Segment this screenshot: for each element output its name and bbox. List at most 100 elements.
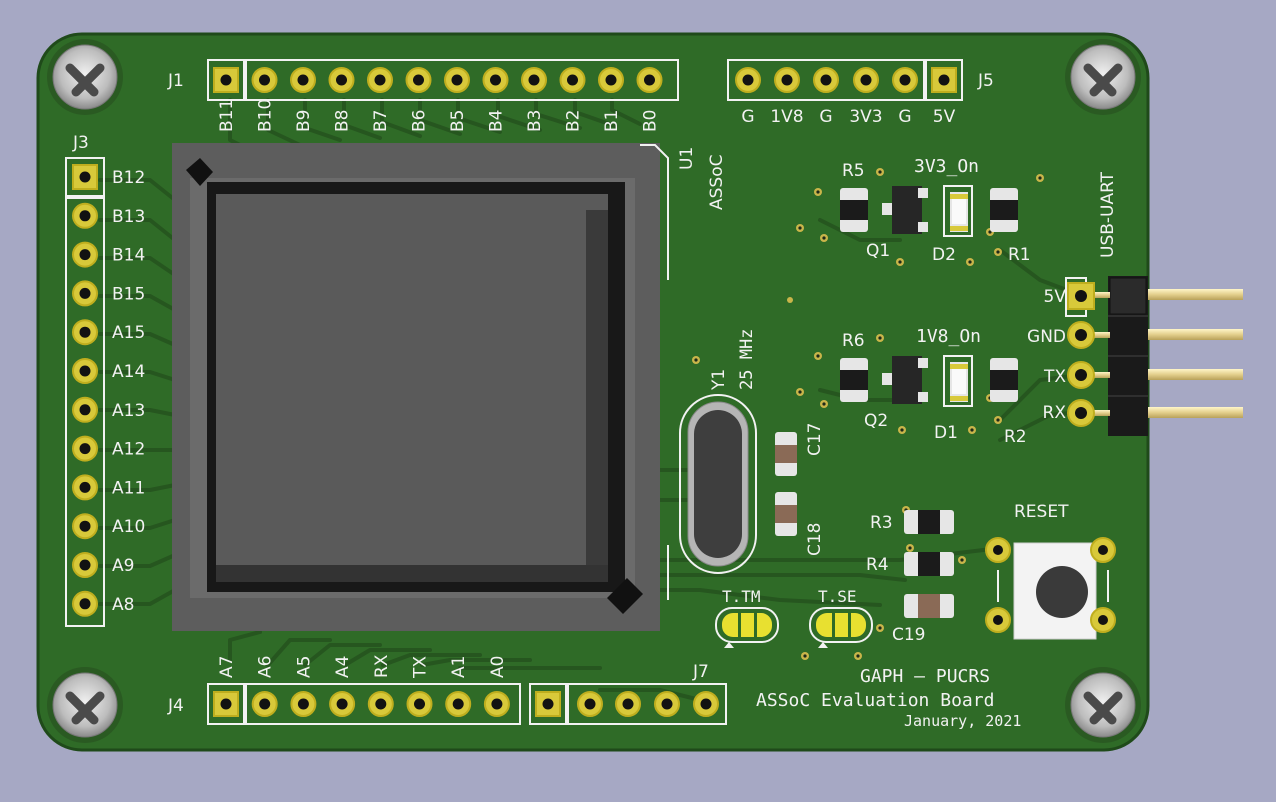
j3-pin-label: B15 [112, 284, 145, 304]
j1-pin-label: B5 [448, 110, 468, 132]
reset-label: RESET [1014, 502, 1069, 522]
j5-pin-3 [813, 67, 839, 93]
j3-pin-8 [72, 435, 98, 462]
mounting-screw-bottom-right [1065, 667, 1141, 743]
c17-ref: C17 [805, 422, 825, 456]
y1-crystal [679, 394, 757, 574]
mounting-screw-top-right [1065, 39, 1141, 115]
j4-pin-6 [406, 691, 433, 717]
j4-pin1-outline [207, 683, 245, 725]
r1-resistor [990, 188, 1018, 232]
j5-header [735, 67, 957, 93]
y1-value: 25 MHz [737, 329, 757, 390]
jumper-se-label: T.SE [818, 587, 857, 606]
j1-pin-6 [405, 67, 432, 93]
u1-ref: U1 [677, 147, 697, 170]
j3-pin-label: A11 [112, 478, 145, 498]
j4-pin-4 [329, 691, 356, 717]
j1-pin-9 [521, 67, 547, 93]
j3-pin-label: A15 [112, 323, 145, 343]
j1-pin-label: B8 [333, 110, 353, 132]
q1-ref: Q1 [866, 241, 890, 261]
j5-ref: J5 [977, 71, 994, 91]
j1-pin-8 [482, 67, 509, 93]
j1-header [213, 67, 663, 93]
j3-pin-label: A14 [112, 362, 145, 382]
j3-pin1-outline [65, 157, 105, 197]
j3-pin-label: A10 [112, 517, 145, 537]
j4-pin-label: A6 [256, 656, 276, 678]
credit-line2: ASSoC Evaluation Board [756, 690, 994, 711]
r5-ref: R5 [842, 161, 865, 181]
j3-pin-label: A9 [112, 556, 134, 576]
d1-ref: D1 [934, 423, 958, 443]
j4-pin-5 [367, 691, 394, 717]
j4-pin-3 [290, 691, 317, 717]
j3-ref: J3 [72, 133, 89, 153]
j7-pin-5 [693, 691, 719, 717]
d2-ref: D2 [932, 245, 956, 265]
r4-resistor [904, 552, 954, 576]
y1-ref: Y1 [709, 369, 729, 391]
j5-outline [727, 59, 925, 101]
r3-ref: R3 [870, 513, 893, 533]
j4-pin-label: A0 [488, 656, 508, 678]
credit-line3: January, 2021 [904, 712, 1021, 730]
j5-pin-5 [892, 67, 918, 93]
j1-pin1-outline [207, 59, 245, 101]
usb-uart-pin-label: TX [1043, 367, 1066, 387]
j3-pin-5 [72, 319, 98, 346]
j7-pin-2 [577, 691, 603, 717]
r2-resistor [990, 358, 1018, 402]
j5-pin1-outline [925, 59, 963, 101]
j4-pin-label: A1 [449, 656, 469, 678]
j1-outline [245, 59, 679, 101]
j1-pin-5 [367, 67, 393, 93]
j4-pin-label: RX [372, 654, 392, 678]
j1-pin-1 [213, 67, 239, 93]
j1-pin-12 [636, 67, 663, 93]
usb-uart-pin-label: RX [1043, 403, 1067, 423]
j5-pin-1 [735, 67, 761, 93]
j5-pin-label: 3V3 [849, 107, 882, 127]
j3-pin-3 [72, 241, 98, 268]
j1-pin-label: B6 [410, 110, 430, 132]
usb-uart-header [1065, 276, 1243, 436]
j3-header [72, 164, 98, 617]
q2-ref: Q2 [864, 411, 888, 431]
q2-transistor [882, 356, 928, 404]
jumper-se[interactable] [809, 607, 873, 648]
j3-pin-label: B13 [112, 207, 145, 227]
reset-button[interactable] [985, 537, 1116, 640]
j3-pin-label: A13 [112, 401, 145, 421]
jumper-tm-label: T.TM [722, 587, 761, 606]
j4-pin-1 [213, 691, 239, 717]
j3-pin-2 [72, 202, 98, 229]
j7-pin1-outline [529, 683, 567, 725]
r6-ref: R6 [842, 331, 865, 351]
d2-led [943, 185, 973, 237]
q1-transistor [882, 186, 928, 234]
j1-pin-11 [598, 67, 624, 93]
j1-pin-4 [328, 67, 355, 93]
usb-uart-pin-label: GND [1027, 327, 1066, 347]
jumper-tm[interactable] [715, 607, 779, 648]
j3-pin-10 [72, 513, 98, 540]
j1-pin-2 [251, 67, 278, 93]
j7-header [535, 691, 719, 717]
led-1v8-label: 1V8_On [916, 326, 981, 347]
j1-pin-label: B3 [525, 110, 545, 132]
j1-pin-label: B2 [564, 110, 584, 132]
j4-outline [245, 683, 521, 725]
j4-pin-label: A4 [333, 656, 353, 678]
j3-pin-9 [72, 474, 98, 501]
j4-pin-label: A7 [217, 656, 237, 678]
j4-ref: J4 [167, 696, 184, 716]
j1-pin-7 [444, 67, 470, 93]
j7-outline [567, 683, 727, 725]
r2-ref: R2 [1004, 427, 1027, 447]
